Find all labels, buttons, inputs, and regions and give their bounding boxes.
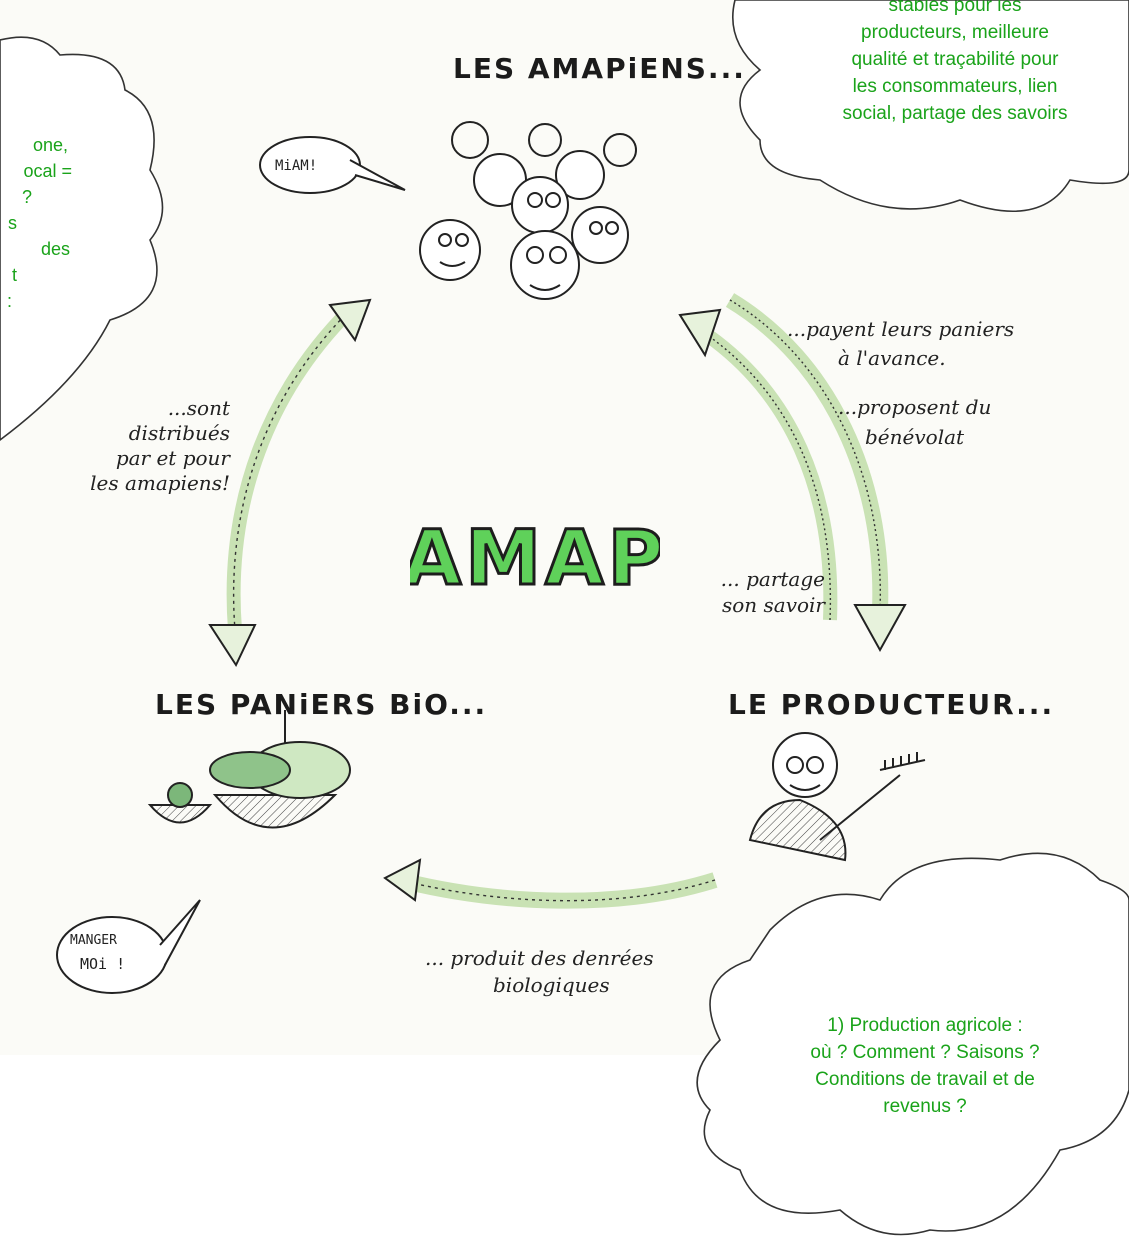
arrow-right-down [725,293,907,653]
amap-title: AMAP [410,512,660,604]
annotation-proposent-line1: ...proposent du [838,395,992,419]
cloud-left-line: one, [32,135,68,155]
cloud-top-right-line: stables pour les [888,0,1022,16]
cloud-left-line: des [40,239,70,259]
cloud-top-right-text: stables pour les producteurs, meilleure … [795,0,1115,127]
cloud-bottom-right [696,852,1129,1236]
cloud-bottom-right-line: Conditions de travail et de [815,1069,1035,1090]
heading-amapiens: LES AMAPiENS... [453,52,746,85]
annotation-payent-line2: à l'avance. [838,346,946,370]
annotation-produit-line1: ... produit des denrées [425,946,654,970]
producteur-illustration [748,732,926,862]
cloud-left-text: one, ocal = ? s des t : [0,132,72,314]
arrow-bottom [383,858,718,909]
cloud-bottom-right-line: 1) Production agricole : [827,1015,1023,1036]
cloud-bottom-right-line: revenus ? [883,1096,967,1117]
annotation-partage-line1: ... partage [720,567,825,591]
annotation-partage-line2: son savoir [721,593,825,617]
cloud-top-right-line: social, partage des savoirs [842,103,1068,124]
cloud-top-right-line: les consommateurs, lien [852,76,1058,97]
manger-speech-bubble [56,899,201,994]
cloud-bottom-right-line: où ? Comment ? Saisons ? [810,1042,1040,1063]
annotation-sont-line3: par et pour [115,446,230,470]
cloud-left [0,36,164,442]
manger-text-line1: MANGER [70,933,117,948]
cloud-top-right-line: producteurs, meilleure [861,22,1049,43]
cloud-left-line: ? [21,187,32,207]
annotation-payent-line1: ...payent leurs paniers [787,317,1015,341]
basket-illustration [147,710,351,829]
cloud-left-line: ocal = [23,161,72,181]
cloud-bottom-right-text: 1) Production agricole : où ? Comment ? … [760,1012,1090,1120]
cloud-left-line: : [6,291,12,311]
manger-text-line2: MOi ! [80,955,126,973]
miam-text: MiAM! [275,158,318,174]
heading-producteur: LE PRODUCTEUR... [728,688,1055,721]
miam-speech-bubble [259,136,406,194]
annotation-sont-line2: distribués [128,421,230,445]
annotation-proposent-line2: bénévolat [865,425,965,449]
cloud-left-line: s [8,213,17,233]
annotation-sont-line4: les amapiens! [90,471,230,495]
arrow-left [208,298,372,668]
amapiens-crowd-illustration [419,121,637,300]
arrow-right-up [678,308,838,621]
annotation-sont-line1: ...sont [167,396,230,420]
cloud-top-right [732,0,1129,212]
cloud-left-line: t [11,265,17,285]
annotation-produit-line2: biologiques [493,973,610,997]
heading-paniers-bio: LES PANiERS BiO... [155,688,488,721]
cloud-top-right-line: qualité et traçabilité pour [851,49,1059,70]
amap-title-text: AMAP [410,513,660,602]
